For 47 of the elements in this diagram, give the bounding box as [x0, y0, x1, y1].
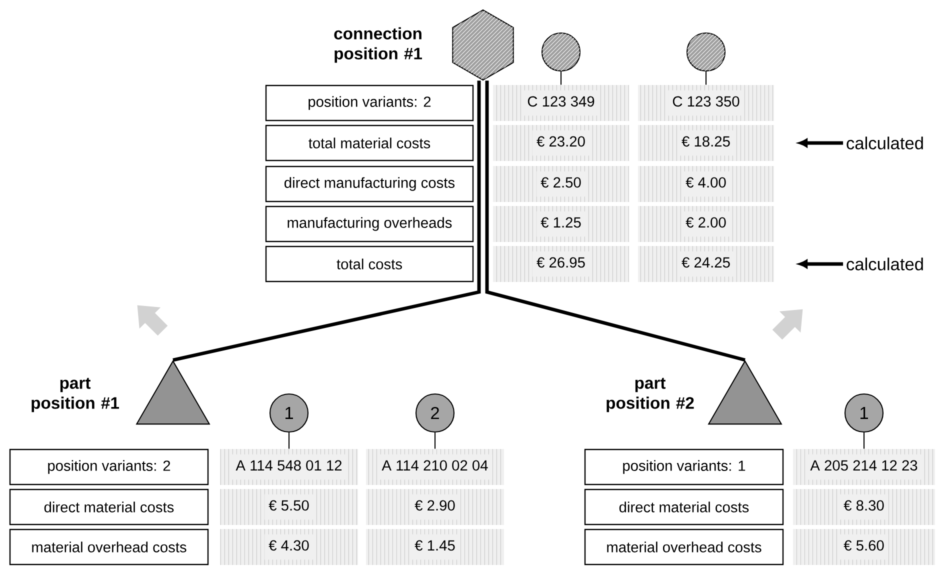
label-box: material overhead costs — [584, 528, 784, 566]
value-cell: € 5.60 — [840, 534, 888, 560]
value-cell: C 123 349 — [523, 90, 599, 116]
label-box: direct material costs — [9, 488, 209, 526]
label-box: direct manufacturing costs — [265, 166, 474, 202]
heading: part position #2 — [606, 378, 694, 412]
label-box: position variants: 2 — [9, 448, 209, 486]
value-cell: € 18.25 — [678, 130, 734, 156]
label-box: total material costs — [265, 124, 474, 162]
label-box: position variants: 2 — [265, 84, 474, 122]
value-cell: € 8.30 — [840, 494, 888, 520]
value-cell: € 2.50 — [536, 171, 586, 197]
value-cell: C 123 350 — [668, 90, 744, 116]
arrow — [798, 138, 844, 148]
leader-line — [288, 432, 290, 449]
heading: part position #1 — [32, 378, 119, 412]
hexagon-symbol — [452, 9, 514, 81]
connector-line — [172, 80, 481, 362]
label-box: total costs — [265, 246, 474, 282]
arrow — [798, 260, 844, 268]
value-cell: € 23.20 — [532, 130, 590, 156]
label-box: position variants: 1 — [584, 448, 784, 486]
value-cell: A 114 548 01 12 — [232, 454, 346, 480]
value-cell: € 4.30 — [264, 534, 314, 560]
value-cell: € 5.50 — [264, 494, 314, 520]
value-cell: € 26.95 — [532, 251, 590, 277]
leader-line — [705, 72, 707, 85]
label-box: material overhead costs — [9, 528, 209, 566]
connector-line — [485, 80, 746, 362]
leader-line — [434, 432, 436, 449]
leader-line — [560, 72, 562, 85]
value-cell: € 4.00 — [682, 171, 730, 197]
label-box: direct material costs — [584, 488, 784, 526]
annotation-text: calculated — [846, 258, 923, 270]
hatched-circle — [686, 32, 726, 72]
value-cell: € 24.25 — [678, 251, 734, 277]
value-cell: € 1.25 — [536, 211, 586, 237]
value-cell: A 114 210 02 04 — [378, 454, 492, 480]
label-box: manufacturing overheads — [265, 206, 474, 242]
annotation-text: calculated — [846, 136, 923, 150]
hatched-circle — [541, 32, 581, 72]
value-cell: € 1.45 — [410, 534, 460, 560]
value-cell: A 205 214 12 23 — [806, 454, 922, 480]
value-cell: € 2.90 — [410, 494, 460, 520]
value-cell: € 2.00 — [682, 211, 730, 237]
heading: connection position #1 — [334, 27, 422, 63]
leader-line — [863, 432, 865, 449]
